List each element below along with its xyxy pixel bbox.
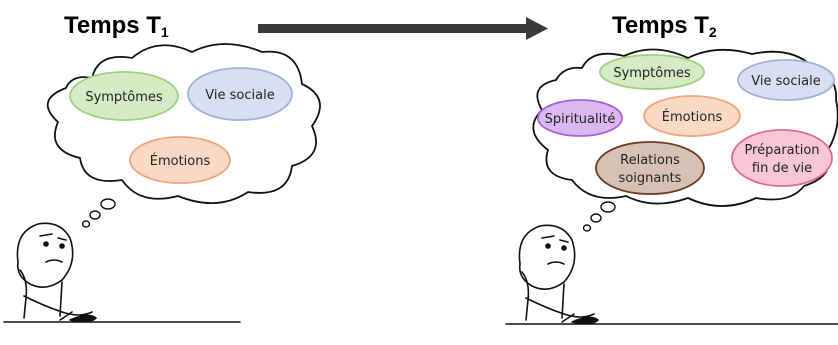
- t1-bubble-emotions: Émotions: [129, 136, 231, 184]
- t2-bubble-emotions: Émotions: [643, 95, 741, 137]
- t1-bubble-label-emotions: Émotions: [150, 153, 211, 169]
- t2-bubble-label-spiritualite: Spiritualité: [545, 112, 616, 127]
- thinking-person-t2: [505, 224, 838, 325]
- thinking-person-t1: [3, 222, 241, 323]
- t1-bubble-label-symptomes: Symptômes: [85, 90, 163, 105]
- t1-bubble-shape-emotions: [129, 136, 231, 184]
- thought-dot-small: [81, 220, 91, 228]
- t1-bubble-label-vie-sociale: Vie sociale: [205, 88, 274, 103]
- t2-bubble-shape-spiritualite: [537, 99, 623, 137]
- t1-bubble-shape-symptomes: [69, 71, 179, 121]
- t2-bubble-label-vie-sociale: Vie sociale: [751, 74, 820, 89]
- t2-bubble-label-relations-soignants-2: soignants: [619, 171, 682, 186]
- title-time-1-label: Temps T: [64, 12, 161, 39]
- t2-bubble-label-preparation-fin-de-vie-2: fin de vie: [752, 161, 812, 176]
- t2-bubble-label-relations-soignants-1: Relations: [620, 153, 680, 168]
- t2-bubble-label-symptomes: Symptômes: [613, 66, 691, 81]
- thought-dot-medium: [89, 210, 101, 220]
- title-time-2-subscript: 2: [708, 24, 717, 40]
- t1-bubble-symptomes: Symptômes: [69, 71, 179, 121]
- title-time-1-subscript: 1: [160, 24, 169, 40]
- title-time-2-label: Temps T: [612, 12, 709, 39]
- t2-bubble-label-emotions: Émotions: [662, 109, 723, 125]
- t2-bubble-symptomes: Symptômes: [599, 54, 705, 90]
- t2-bubble-relations-soignants: Relations soignants: [595, 141, 705, 195]
- t2-bubble-shape-preparation-fin-de-vie: [731, 129, 833, 187]
- thought-dot-large: [100, 198, 116, 210]
- t2-bubble-vie-sociale: Vie sociale: [737, 59, 835, 101]
- t1-bubble-shape-vie-sociale: [187, 67, 293, 121]
- t2-bubble-shape-vie-sociale: [737, 59, 835, 101]
- title-time-1: Temps T1: [64, 12, 169, 40]
- thought-dot-small-t2: [582, 224, 592, 232]
- t2-bubble-shape-emotions: [643, 95, 741, 137]
- time-arrow: [258, 17, 548, 40]
- t2-bubble-spiritualite: Spiritualité: [537, 99, 623, 137]
- t2-bubble-shape-relations-soignants: [595, 141, 705, 195]
- t2-bubble-preparation-fin-de-vie: Préparation fin de vie: [731, 129, 833, 187]
- t2-bubble-label-preparation-fin-de-vie-1: Préparation: [744, 143, 819, 158]
- thought-dot-medium-t2: [590, 213, 602, 223]
- title-time-2: Temps T2: [612, 12, 717, 40]
- t2-bubble-shape-symptomes: [599, 54, 705, 90]
- thought-dot-large-t2: [600, 201, 616, 213]
- t1-bubble-vie-sociale: Vie sociale: [187, 67, 293, 121]
